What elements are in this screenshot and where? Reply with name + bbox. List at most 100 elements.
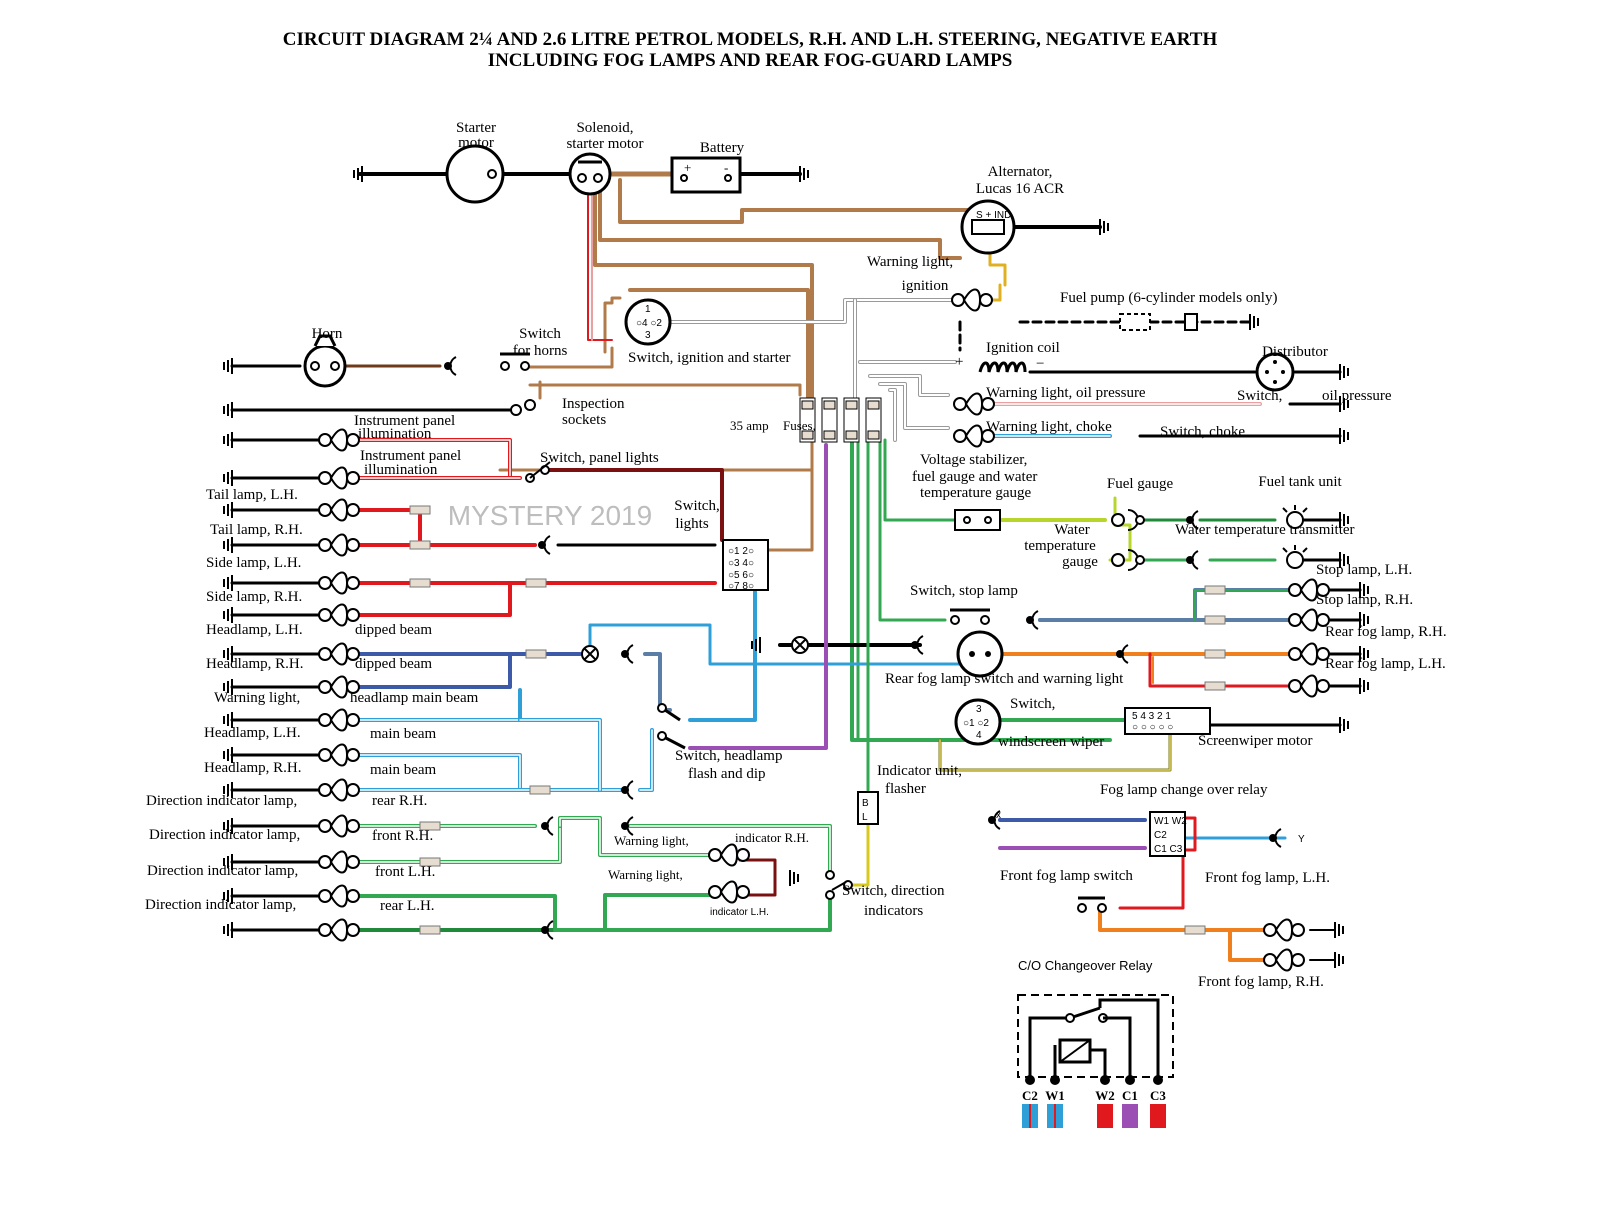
voltage-stabilizer xyxy=(954,509,1001,531)
label-head-lh-dip: Headlamp, L.H. xyxy=(206,622,303,638)
front-fog-switch xyxy=(1077,896,1107,913)
direction-switch xyxy=(825,870,853,900)
label-warn-ign-1: Warning light, xyxy=(867,254,953,270)
label-main-1: main beam xyxy=(370,726,437,742)
label-fuel-pump: Fuel pump (6-cylinder models only) xyxy=(1060,290,1277,306)
label-indicator-unit-2: flasher xyxy=(885,781,926,797)
label-stop-lh: Stop lamp, L.H. xyxy=(1316,562,1412,578)
label-main-2: main beam xyxy=(370,762,437,778)
ignition-coil: + − xyxy=(955,354,1044,373)
label-stop-rh: Stop lamp, R.H. xyxy=(1316,592,1413,608)
ignition-switch: ○4 ○2 1 3 xyxy=(624,298,672,346)
pin-swatch-w2 xyxy=(1097,1104,1113,1128)
label-dir-2: Direction indicator lamp, xyxy=(149,827,300,843)
svg-text:-: - xyxy=(724,160,728,175)
label-switch-panel: Switch, panel lights xyxy=(540,450,659,466)
label-rear-rh: rear R.H. xyxy=(372,793,427,809)
svg-text:○3 4○: ○3 4○ xyxy=(728,558,754,569)
label-y-mark: Y xyxy=(1298,834,1305,845)
pin-label-c2: C2 xyxy=(1022,1088,1038,1103)
label-dir-1: Direction indicator lamp, xyxy=(146,793,297,809)
label-water-gauge-1: Water xyxy=(1054,522,1089,538)
pin-swatch-c3 xyxy=(1150,1104,1166,1128)
svg-text:S + IND: S + IND xyxy=(976,210,1011,221)
label-vs-3: temperature gauge xyxy=(920,485,1032,501)
label-water-transmitter: Water temperature transmitter xyxy=(1175,522,1355,538)
label-horn: Horn xyxy=(312,326,343,342)
label-switch-oil-1: Switch, xyxy=(1237,388,1282,404)
wiper-motor: 5 4 3 2 1 ○ ○ ○ ○ ○ xyxy=(1124,707,1211,735)
label-rear-fog-switch: Rear fog lamp switch and warning light xyxy=(885,671,1124,687)
label-starter-1: Starter xyxy=(456,120,496,136)
label-rear-lh: rear L.H. xyxy=(380,898,435,914)
pin-label-c1: C1 xyxy=(1122,1088,1138,1103)
label-switch-wiper-1: Switch, xyxy=(1010,696,1055,712)
label-warn-ind-lh-2: indicator L.H. xyxy=(710,907,769,918)
fuel-pump xyxy=(1119,313,1198,331)
svg-text:1: 1 xyxy=(645,304,651,315)
pin-swatch-c1 xyxy=(1122,1104,1138,1128)
label-side-rh: Side lamp, R.H. xyxy=(206,589,302,605)
label-switch-dir-1: Switch, direction xyxy=(842,883,945,899)
label-head-rh-main: Headlamp, R.H. xyxy=(204,760,301,776)
labels: Starter motor Solenoid, starter motor Ba… xyxy=(145,120,1447,990)
label-switch-lights-1: Switch, xyxy=(674,498,719,514)
label-starter-2: motor xyxy=(458,135,494,151)
label-front-fog-switch: Front fog lamp switch xyxy=(1000,868,1133,884)
label-warn-main-2: headlamp main beam xyxy=(350,690,479,706)
distributor xyxy=(1255,352,1295,392)
svg-text:L: L xyxy=(862,812,868,823)
wiring xyxy=(230,171,1362,962)
headlamp-switch xyxy=(657,703,686,750)
inspection-sockets xyxy=(510,399,536,416)
label-fog-relay: Fog lamp change over relay xyxy=(1100,782,1268,798)
svg-text:○5 6○: ○5 6○ xyxy=(728,570,754,581)
pin-label-w2: W2 xyxy=(1095,1088,1115,1103)
title-line-2: INCLUDING FOG LAMPS AND REAR FOG-GUARD L… xyxy=(488,50,1013,71)
label-switch-horns-1: Switch xyxy=(519,326,561,342)
svg-text:○4 ○2: ○4 ○2 xyxy=(636,318,662,329)
svg-text:−: − xyxy=(1036,356,1044,372)
relay-pin-swatches xyxy=(1022,1104,1166,1128)
label-instr-2b: illumination xyxy=(364,462,438,478)
relay-pin-labels: C2 W1 W2 C1 C3 xyxy=(1022,1088,1166,1103)
label-vs-1: Voltage stabilizer, xyxy=(920,452,1027,468)
label-indicator-unit-1: Indicator unit, xyxy=(877,763,962,779)
svg-text:○1 2○: ○1 2○ xyxy=(728,546,754,557)
label-switch-choke: Switch, choke xyxy=(1160,424,1245,440)
svg-text:3: 3 xyxy=(976,704,982,715)
svg-text:○7 8○: ○7 8○ xyxy=(728,581,754,592)
label-head-lh-main: Headlamp, L.H. xyxy=(204,725,301,741)
horn-switch xyxy=(443,352,530,376)
label-front-fog-lh: Front fog lamp, L.H. xyxy=(1205,870,1330,886)
label-side-lh: Side lamp, L.H. xyxy=(206,555,301,571)
label-inspection-2: sockets xyxy=(562,412,606,428)
label-solenoid-1: Solenoid, xyxy=(576,120,633,136)
label-instr-2a: Instrument panel xyxy=(360,448,461,464)
label-alternator-2: Lucas 16 ACR xyxy=(976,181,1064,197)
svg-text:C1 C3: C1 C3 xyxy=(1154,844,1183,855)
lights-switch: ○1 2○ ○3 4○ ○5 6○ ○7 8○ xyxy=(722,539,769,592)
label-water-gauge-3: gauge xyxy=(1062,554,1098,570)
label-warn-oil: Warning light, oil pressure xyxy=(986,385,1146,401)
label-switch-wiper-2: windscreen wiper xyxy=(998,734,1104,750)
label-rear-fog-rh: Rear fog lamp, R.H. xyxy=(1325,624,1447,640)
wiper-switch: ○1 ○2 3 4 xyxy=(954,698,1002,746)
label-co-relay: C/O Changeover Relay xyxy=(1018,958,1153,973)
label-instr-1b: illumination xyxy=(358,426,432,442)
stop-lamp-switch xyxy=(950,608,990,625)
label-solenoid-2: starter motor xyxy=(566,136,643,152)
label-switch-flash-1: Switch, headlamp xyxy=(675,748,782,764)
label-instr-1a: Instrument panel xyxy=(354,413,455,429)
label-warn-main-1: Warning light, xyxy=(214,690,300,706)
label-warn-choke: Warning light, choke xyxy=(986,419,1112,435)
label-switch-flash-2: flash and dip xyxy=(688,766,765,782)
svg-text:3: 3 xyxy=(645,330,651,341)
svg-text:+: + xyxy=(955,354,963,370)
pin-label-w1: W1 xyxy=(1045,1088,1065,1103)
label-switch-horns-2: for horns xyxy=(513,343,568,359)
label-fuses-amp: 35 amp xyxy=(730,418,769,433)
fog-changeover-relay: W1 W2 C2 C1 C3 xyxy=(1149,811,1187,857)
label-ignition-switch: Switch, ignition and starter xyxy=(628,350,790,366)
battery: + - xyxy=(670,156,742,194)
